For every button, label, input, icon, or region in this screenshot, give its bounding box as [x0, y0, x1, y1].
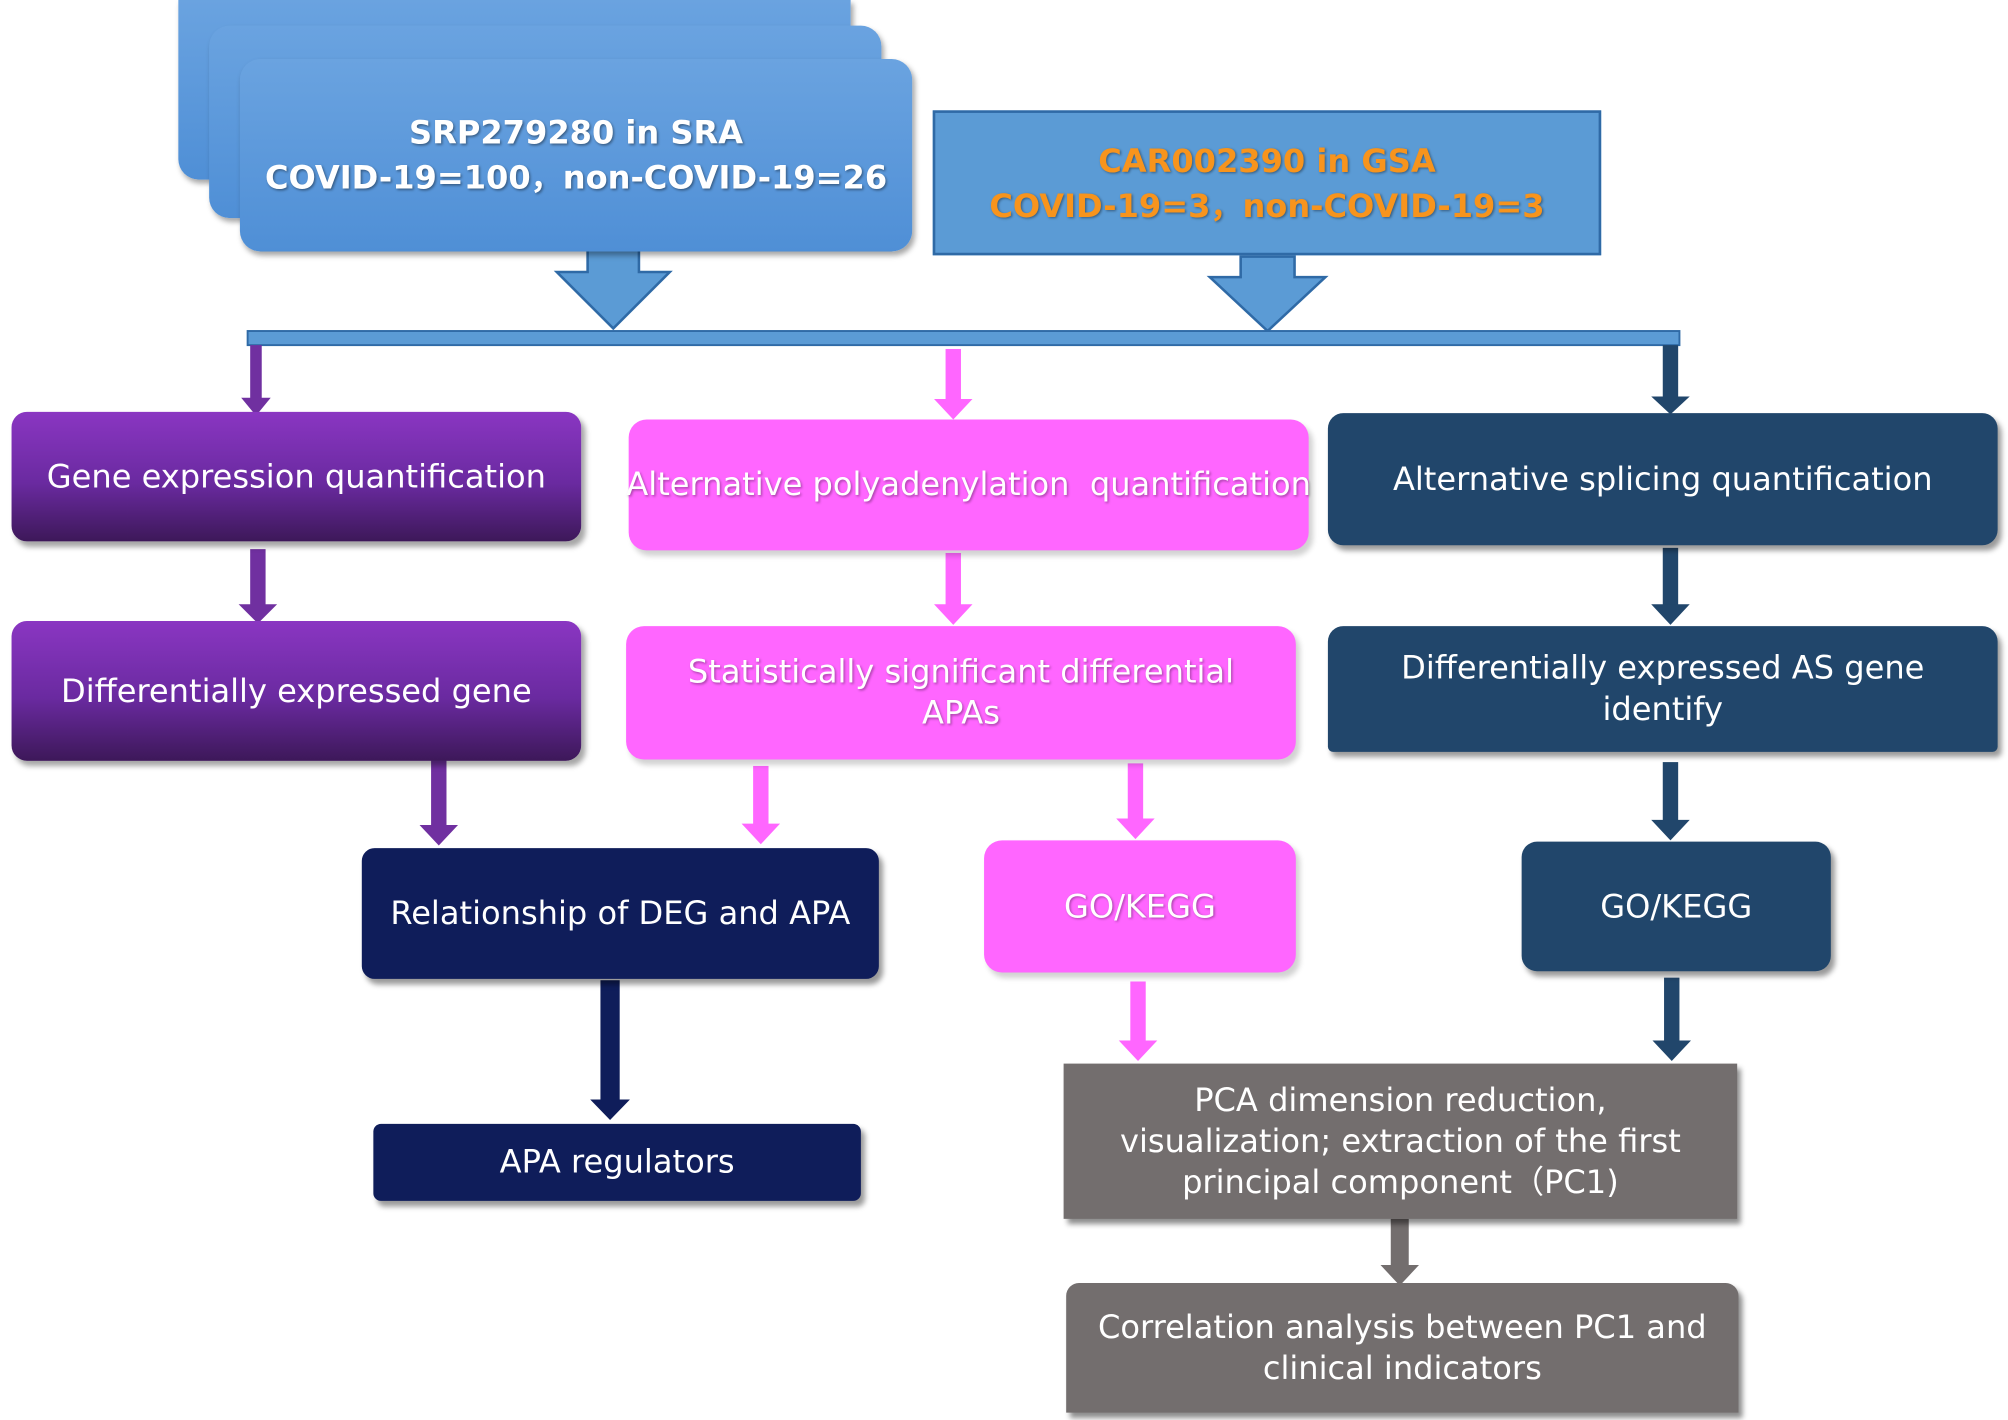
arrow-as-gokegg-to-pca: [1664, 977, 1680, 1042]
gsa-accession: CAR002390 in GSA: [1098, 141, 1436, 179]
apa-gokegg-box: GO/KEGG: [984, 840, 1296, 973]
differential-as-gene-label: Differentially expressed AS gene identif…: [1401, 649, 1925, 728]
sra-source-box: SRP279280 in SRA COVID-19=100，non-COVID-…: [239, 59, 913, 252]
arrow-to-apa-diff: [945, 552, 961, 606]
arrow-pca-to-correlation: [1390, 1218, 1409, 1267]
differential-as-gene-box: Differentially expressed AS gene identif…: [1327, 626, 1998, 752]
apa-quantification-box: Alternative polyadenylation quantificati…: [626, 419, 1311, 551]
alternative-splicing-quantification-label: Alternative splicing quantification: [1392, 459, 1933, 498]
arrow-to-regulators: [600, 980, 620, 1101]
apa-regulators-label: APA regulators: [499, 1143, 735, 1181]
arrow-apa-to-relationship: [753, 765, 769, 825]
arrow-to-apa-quant: [945, 348, 961, 401]
deg-apa-relationship-label: Relationship of DEG and APA: [390, 894, 851, 932]
pc1-correlation-box: Correlation analysis between PC1 and cli…: [1066, 1283, 1739, 1413]
sra-sample-counts: COVID-19=100，non-COVID-19=26: [264, 159, 888, 197]
arrow-to-as-quant: [1662, 345, 1679, 398]
distributor-bar: [246, 330, 1681, 347]
apa-gokegg-label: GO/KEGG: [1063, 887, 1216, 925]
as-gokegg-box: GO/KEGG: [1521, 841, 1831, 972]
arrow-to-as-diff: [1662, 547, 1679, 606]
arrow-deg-to-relationship: [431, 759, 447, 827]
arrow-gokegg-to-pca: [1130, 981, 1146, 1042]
sra-accession: SRP279280 in SRA: [409, 114, 744, 152]
arrow-to-deg: [250, 549, 266, 606]
differential-apa-label: Statistically significant differential A…: [687, 653, 1235, 732]
apa-regulators-box: APA regulators: [373, 1123, 861, 1201]
differentially-expressed-gene-box: Differentially expressed gene: [11, 620, 582, 761]
arrow-apa-to-gokegg: [1127, 763, 1144, 820]
arrow-as-to-gokegg: [1662, 762, 1679, 822]
differential-apa-box: Statistically significant differential A…: [626, 626, 1296, 760]
gsa-source-box: CAR002390 in GSA COVID-19=3，non-COVID-19…: [932, 110, 1602, 256]
apa-quantification-label: Alternative polyadenylation quantificati…: [626, 465, 1311, 503]
gene-expression-quantification-box: Gene expression quantification: [11, 411, 582, 542]
gsa-down-arrow: [1206, 255, 1329, 333]
gsa-sample-counts: COVID-19=3，non-COVID-19=3: [989, 186, 1545, 224]
deg-apa-relationship-box: Relationship of DEG and APA: [361, 848, 879, 979]
alternative-splicing-quantification-box: Alternative splicing quantification: [1327, 413, 1998, 546]
as-gokegg-label: GO/KEGG: [1600, 887, 1753, 925]
pca-box: PCA dimension reduction, visualization; …: [1063, 1063, 1738, 1219]
pc1-correlation-label: Correlation analysis between PC1 and cli…: [1097, 1308, 1707, 1387]
gene-expression-quantification-label: Gene expression quantification: [46, 457, 546, 495]
pca-label: PCA dimension reduction, visualization; …: [1119, 1080, 1681, 1201]
differentially-expressed-gene-label: Differentially expressed gene: [61, 671, 532, 709]
sra-down-arrow: [553, 246, 673, 331]
arrow-to-gene-quant: [250, 345, 262, 400]
